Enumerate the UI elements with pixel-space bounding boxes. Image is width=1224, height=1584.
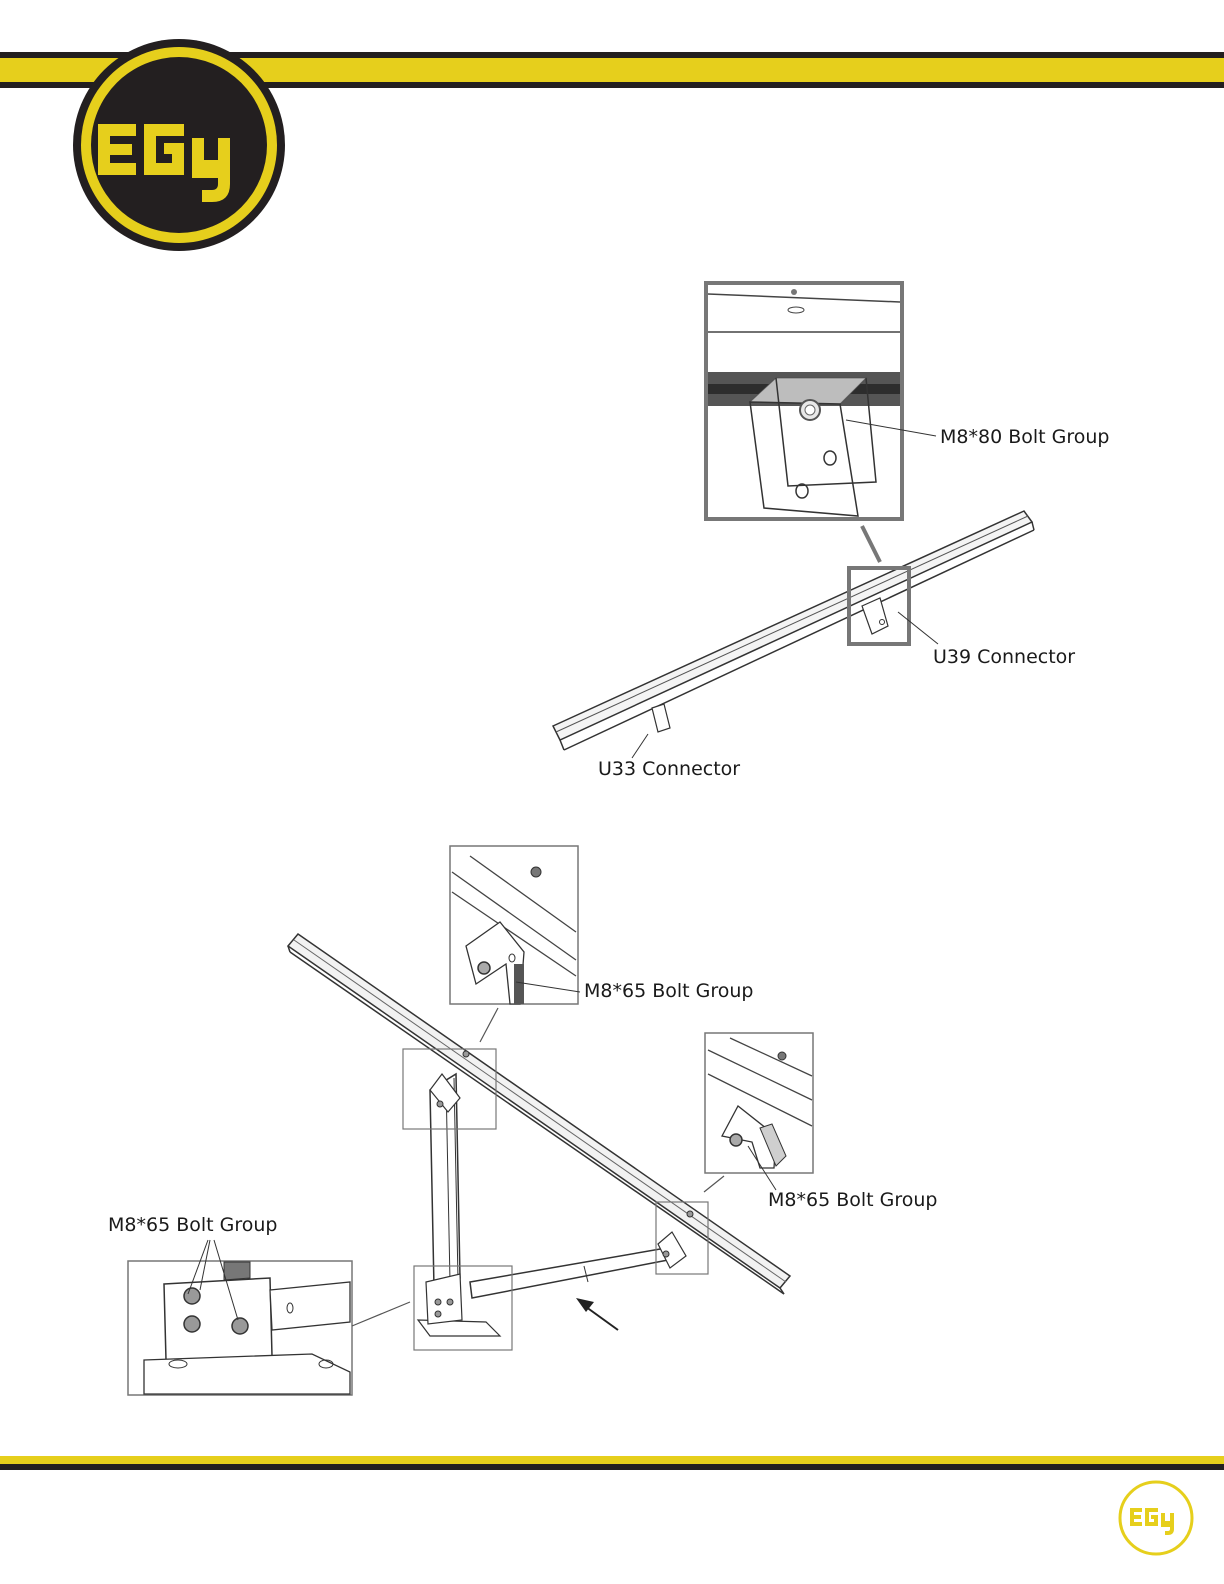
rail-beam (553, 511, 1034, 750)
right-bolt-group-label: M8*65 Bolt Group (768, 1191, 937, 1210)
footer-band-dark-stripe (0, 1464, 1224, 1470)
diagonal-brace (470, 1248, 668, 1298)
base-bolt-group-label: M8*65 Bolt Group (108, 1216, 277, 1235)
brace-arrow (576, 1298, 618, 1330)
top-assembly-figure: M8*80 Bolt Group U39 Connector U33 Conne… (540, 272, 1140, 792)
u39-connector-label: U39 Connector (933, 648, 1075, 667)
upper-bolt-group-label: M8*65 Bolt Group (584, 982, 753, 1001)
footer-logo (1118, 1480, 1194, 1556)
u33-connector-label: U33 Connector (598, 760, 740, 779)
brand-logo (68, 38, 290, 252)
footer-band (0, 1456, 1224, 1470)
right-inset-connector (704, 1176, 724, 1192)
base-inset-connector (352, 1302, 410, 1326)
upper-inset-connector (480, 1008, 498, 1042)
inset-connector-line (862, 526, 880, 562)
u33-connector-part (652, 704, 670, 732)
footer-band-yellow-stripe (0, 1456, 1224, 1464)
u39-leader (898, 612, 938, 644)
bottom-assembly-figure: M8*65 Bolt Group M8*65 Bolt Group M8*65 … (100, 836, 960, 1416)
bottom-assembly-drawing (100, 836, 960, 1416)
bolt-group-label: M8*80 Bolt Group (940, 428, 1109, 447)
u39-connector-part (862, 598, 888, 634)
u33-leader (632, 734, 648, 758)
top-assembly-drawing (540, 272, 1140, 792)
